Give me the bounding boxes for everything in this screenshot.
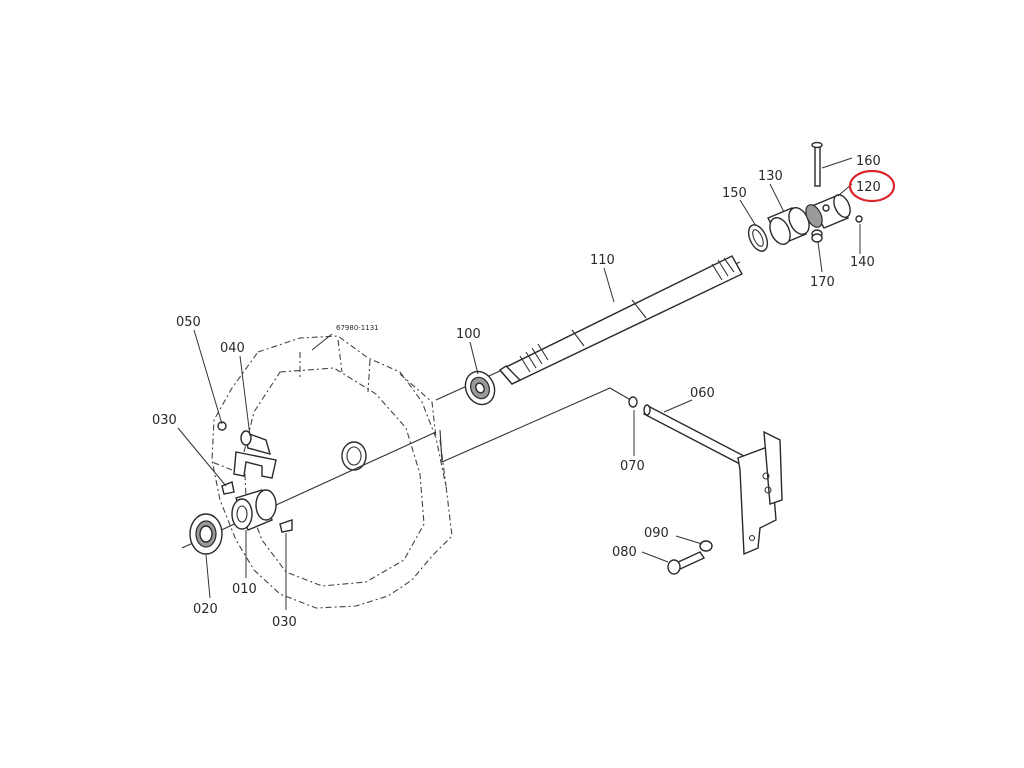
label-020: 020: [193, 602, 218, 617]
label-030-upper: 030: [152, 413, 177, 428]
bearing-centerline: [181, 431, 437, 549]
highlight-circle-120: [848, 169, 896, 203]
label-120: 120: [856, 180, 881, 195]
leader-lines: [177, 157, 861, 610]
label-110: 110: [590, 253, 615, 268]
label-130: 130: [758, 169, 783, 184]
label-010: 010: [232, 582, 257, 597]
label-090: 090: [644, 526, 669, 541]
coupling: [805, 194, 851, 229]
release-fork: [233, 430, 277, 479]
snap-ring: [747, 224, 769, 252]
release-hub: [231, 489, 277, 531]
clutch-housing: [211, 335, 453, 609]
pin-140: [855, 215, 863, 223]
part-code-leader: [311, 333, 333, 351]
main-shaft: [498, 255, 743, 385]
bolt-160: [811, 141, 823, 187]
key-070: [628, 396, 638, 408]
release-bearing: [189, 513, 223, 555]
shaft-bearing: [464, 370, 496, 406]
label-140: 140: [850, 255, 875, 270]
housing-bore: [341, 441, 367, 471]
label-040: 040: [220, 341, 245, 356]
label-170: 170: [810, 275, 835, 290]
washer-090: [699, 540, 713, 552]
label-160: 160: [856, 154, 881, 169]
collar: [767, 207, 810, 245]
label-060: 060: [690, 386, 715, 401]
label-050: 050: [176, 315, 201, 330]
release-shaft: [439, 387, 783, 556]
clip-050: [217, 421, 227, 431]
label-070: 070: [620, 459, 645, 474]
spring-clip-lower: [279, 519, 293, 533]
label-080: 080: [612, 545, 637, 560]
bolt-080: [667, 551, 706, 575]
label-030-lower: 030: [272, 615, 297, 630]
label-100: 100: [456, 327, 481, 342]
part-code-label: 67980-1131: [336, 324, 379, 332]
label-150: 150: [722, 186, 747, 201]
nut-170: [811, 229, 823, 243]
